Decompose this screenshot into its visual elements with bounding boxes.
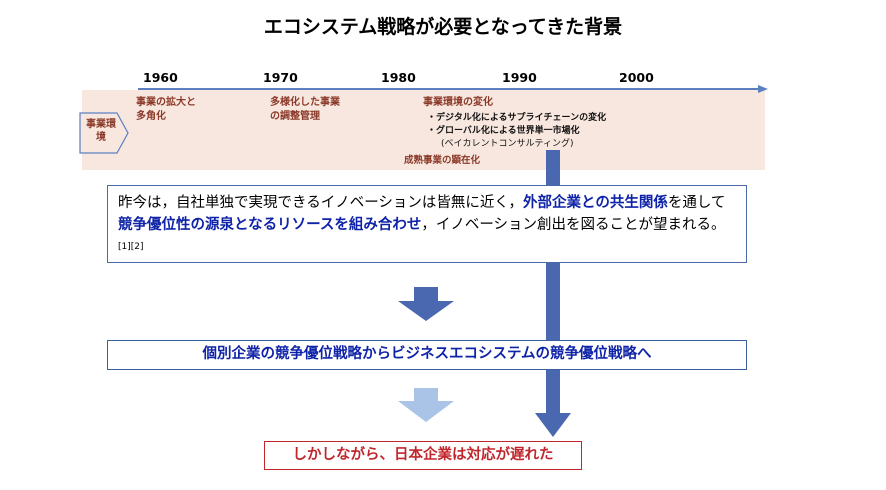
light-down-arrow-shaft — [414, 388, 438, 402]
era-1980s-bullets: ・デジタル化によるサプライチェーンの変化 ・グローバル化による世界単一市場化 (… — [427, 112, 606, 151]
timeline-axis-arrowhead — [758, 85, 768, 93]
timeline-band — [82, 90, 765, 170]
year-1970: 1970 — [263, 70, 298, 85]
bullet-digital: ・デジタル化によるサプライチェーンの変化 — [427, 113, 607, 123]
year-1960: 1960 — [143, 70, 178, 85]
year-1990: 1990 — [502, 70, 537, 85]
environment-tag-shape — [79, 112, 129, 154]
environment-tag-label: 事業環境 — [86, 119, 116, 143]
context-box: 昨今は，自社単独で実現できるイノベーションは皆無に近く，外部企業との共生関係を通… — [107, 185, 747, 263]
era-1970s: 多様化した事業 の調整管理 — [270, 97, 340, 122]
source-note: (ベイカレントコンサルティング) — [441, 139, 574, 149]
strategy-shift-box: 個別企業の競争優位戦略からビジネスエコシステムの競争優位戦略へ — [107, 340, 747, 370]
dark-down-arrow-head — [398, 301, 454, 321]
reference-marks: [1][2] — [118, 242, 144, 252]
era-1960s: 事業の拡大と 多角化 — [136, 97, 196, 122]
year-1980: 1980 — [381, 70, 416, 85]
bullet-global: ・グローバル化による世界単一市場化 — [427, 126, 580, 136]
long-down-arrow-head — [535, 413, 571, 437]
page-title: エコシステム戦略が必要となってきた背景 — [263, 16, 623, 38]
era-1980s-heading: 事業環境の変化 — [423, 97, 493, 108]
dark-down-arrow-shaft — [414, 287, 438, 302]
japan-delay-box: しかしながら、日本企業は対応が遅れた — [264, 441, 582, 470]
light-down-arrow-head — [398, 401, 454, 422]
mature-business-label: 成熟事業の顕在化 — [404, 155, 481, 166]
year-2000: 2000 — [619, 70, 654, 85]
